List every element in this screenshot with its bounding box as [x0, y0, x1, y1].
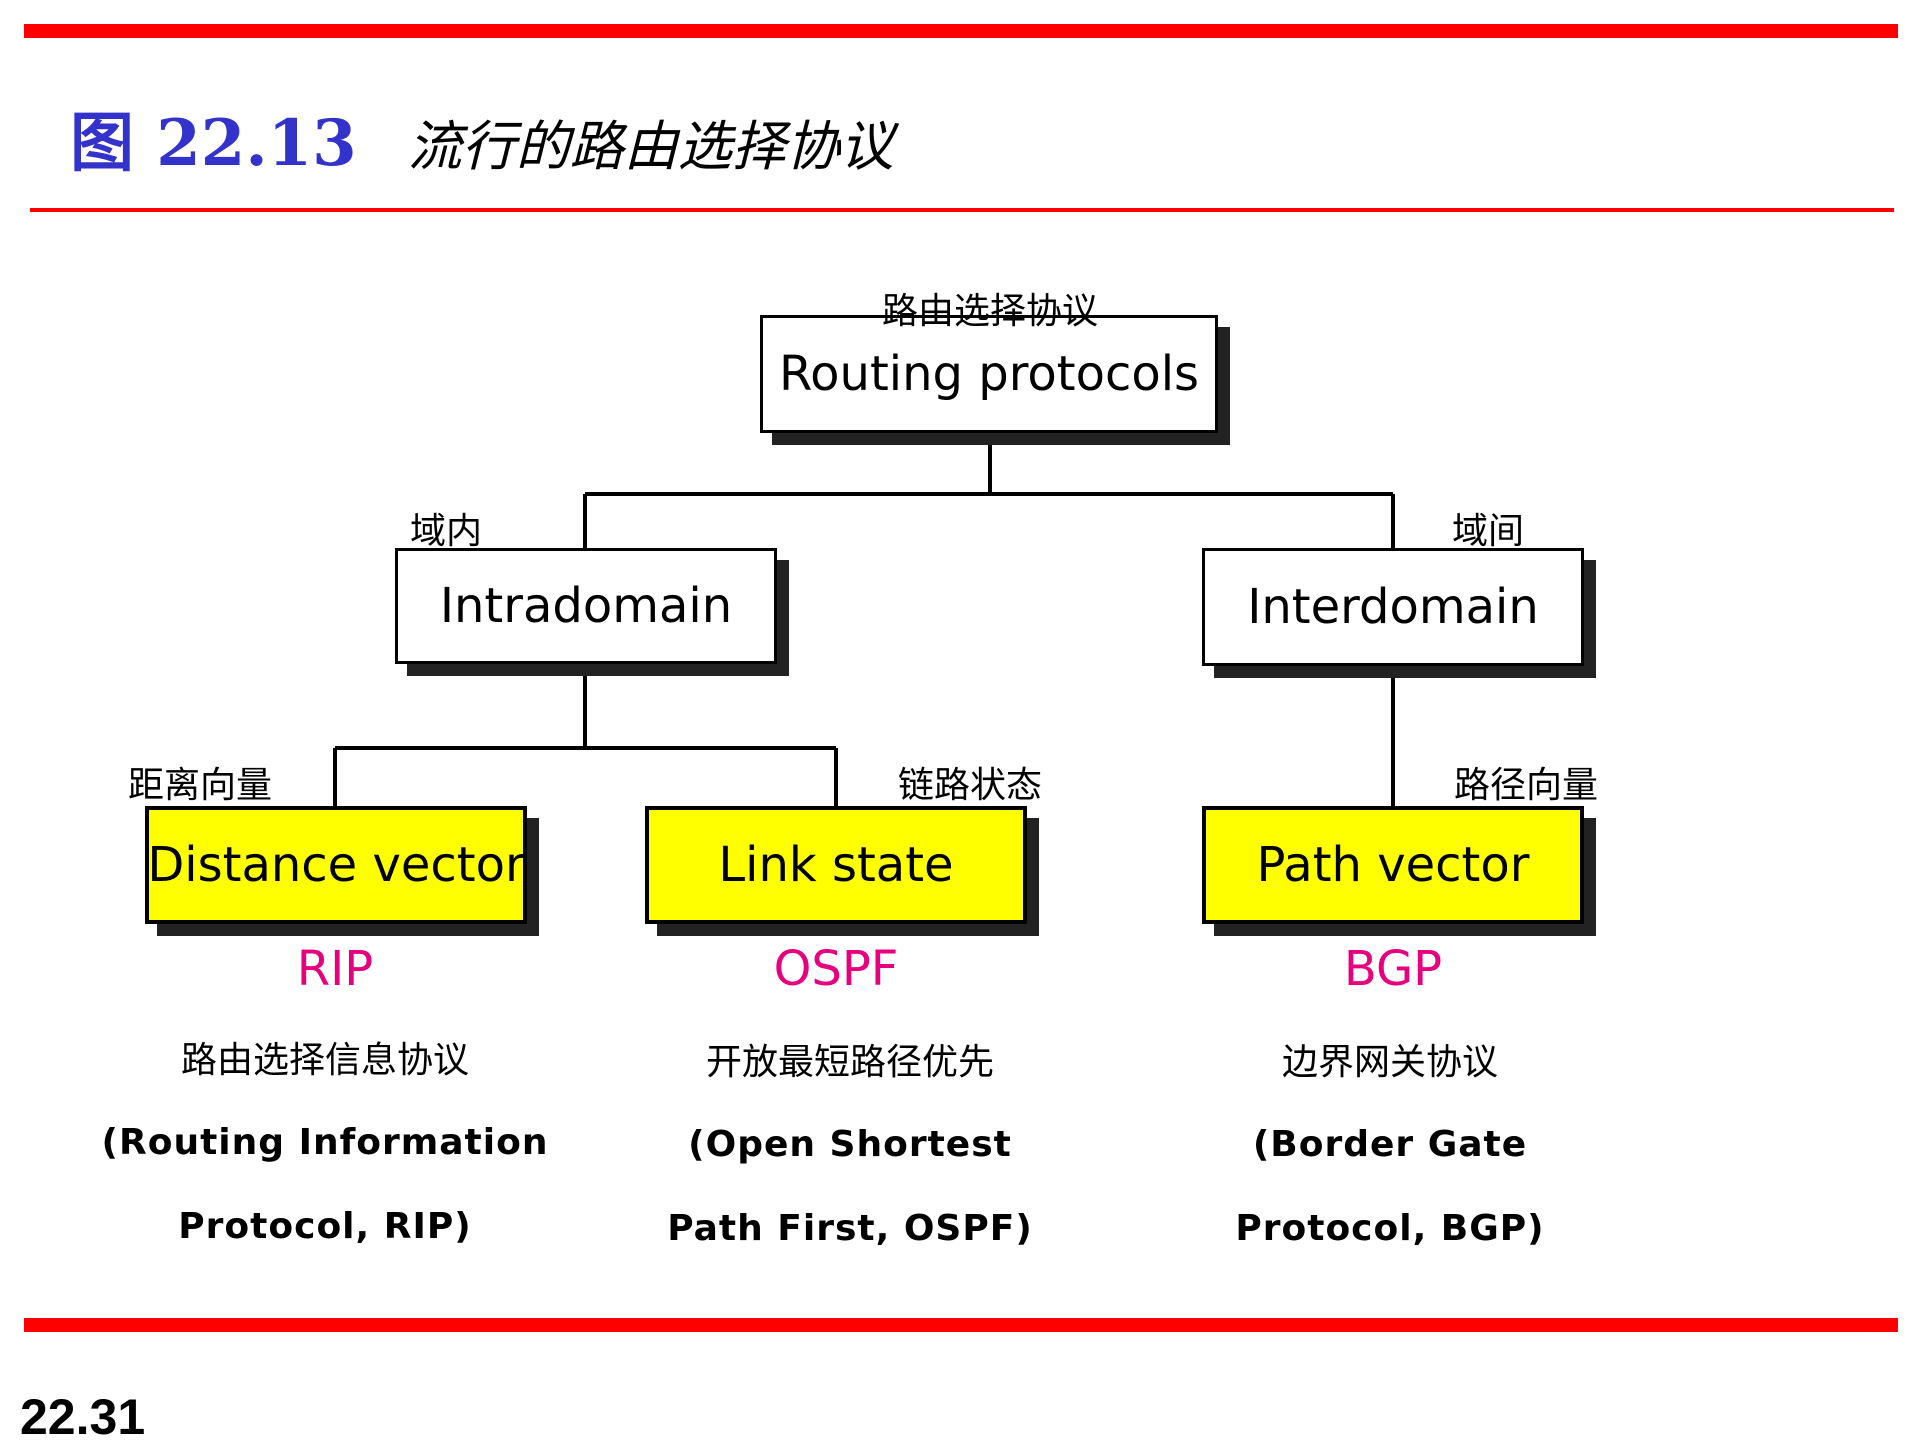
- rip-description: 路由选择信息协议 (Routing Information Protocol, …: [102, 1043, 549, 1245]
- bgp-description-en-line2: Protocol, BGP): [1235, 1208, 1545, 1249]
- bottom-rule: [24, 1318, 1898, 1332]
- title-underline: [30, 208, 1894, 212]
- rip-description-en-line2: Protocol, RIP): [178, 1206, 472, 1247]
- bgp-description-en-line1: (Border Gate: [1252, 1124, 1528, 1165]
- rip-description-zh: 路由选择信息协议: [180, 1040, 469, 1081]
- intradomain-caption: 域内: [410, 511, 483, 552]
- routing-protocols-label: Routing protocols: [778, 346, 1200, 402]
- page-number: 22.31: [20, 1389, 146, 1445]
- intradomain-box: Intradomain: [395, 548, 777, 664]
- link-state-box: Link state: [645, 806, 1027, 924]
- distance-vector-label: Distance vector: [147, 837, 525, 893]
- routing-protocols-box: Routing protocols: [760, 315, 1218, 433]
- bgp-description-zh: 边界网关协议: [1281, 1042, 1499, 1083]
- ospf-description-zh: 开放最短路径优先: [705, 1042, 995, 1083]
- ospf-description-en-line2: Path First, OSPF): [667, 1208, 1033, 1249]
- rip-description-en-line1: (Routing Information: [101, 1122, 549, 1163]
- distance-vector-caption: 距离向量: [128, 765, 273, 806]
- ospf-description-en-line1: (Open Shortest: [688, 1124, 1012, 1165]
- interdomain-box: Interdomain: [1202, 548, 1584, 666]
- path-vector-caption: 路径向量: [1454, 765, 1599, 806]
- figure-title: 流行的路由选择协议: [407, 115, 894, 178]
- routing-protocols-caption: 路由选择协议: [882, 291, 1099, 332]
- slide-heading: 图 22.13 流行的路由选择协议: [70, 92, 894, 184]
- link-state-caption: 链路状态: [898, 765, 1043, 806]
- path-vector-label: Path vector: [1256, 837, 1530, 893]
- bgp-description: 边界网关协议 (Border Gate Protocol, BGP): [1235, 1045, 1544, 1247]
- interdomain-caption: 域间: [1452, 511, 1525, 552]
- figure-number: 图 22.13: [70, 106, 357, 181]
- path-vector-box: Path vector: [1202, 806, 1584, 924]
- top-rule: [24, 24, 1898, 38]
- distance-vector-box: Distance vector: [145, 806, 527, 924]
- intradomain-label: Intradomain: [439, 578, 733, 634]
- bgp-acronym: BGP: [1343, 941, 1443, 997]
- ospf-description: 开放最短路径优先 (Open Shortest Path First, OSPF…: [667, 1045, 1033, 1247]
- ospf-acronym: OSPF: [773, 941, 899, 997]
- rip-acronym: RIP: [296, 941, 374, 997]
- link-state-label: Link state: [718, 837, 954, 893]
- interdomain-label: Interdomain: [1247, 579, 1539, 635]
